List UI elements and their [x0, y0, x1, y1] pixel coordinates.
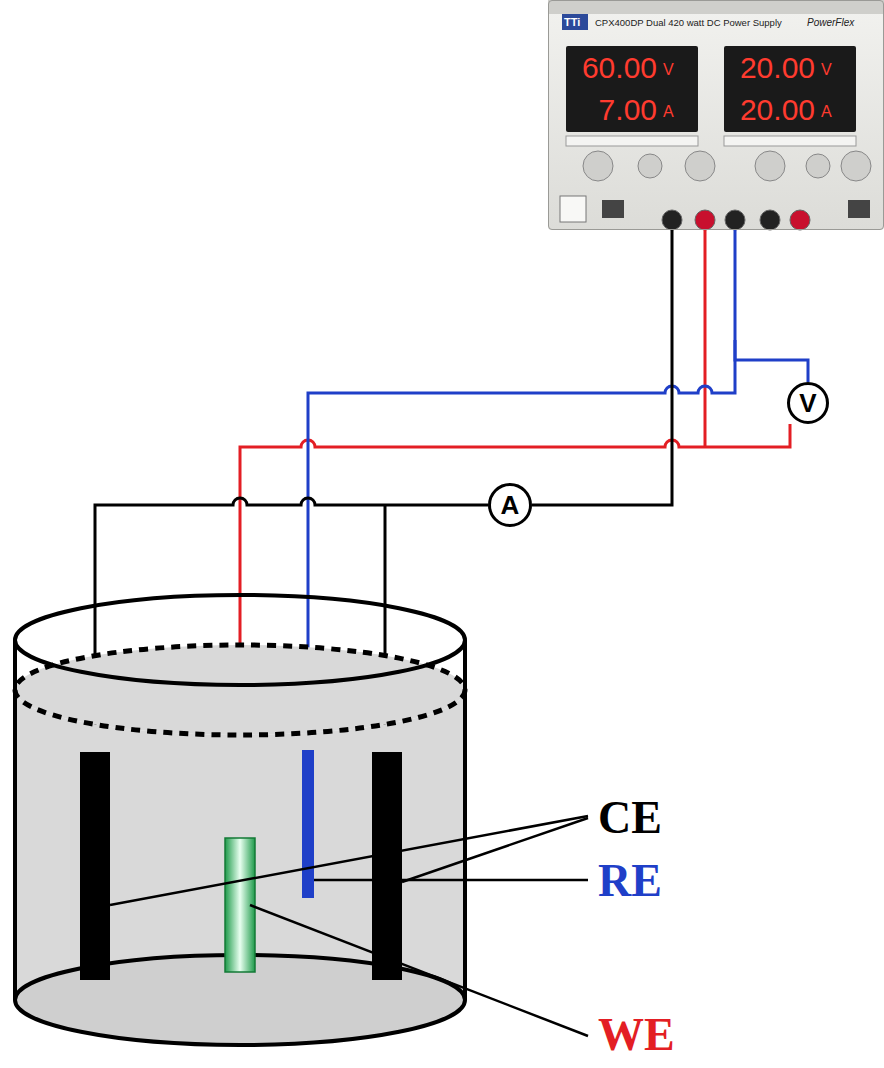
meter-letter: V — [799, 390, 816, 416]
display-unit: A — [663, 103, 674, 121]
counter-electrode — [80, 752, 110, 980]
display-unit: V — [663, 61, 674, 79]
working-electrode-label: WE — [598, 1012, 675, 1058]
display-reading: 7.00 — [599, 93, 657, 126]
display-unit: A — [821, 103, 832, 121]
model-title: CPX400DP Dual 420 watt DC Power Supply — [595, 18, 782, 28]
beaker — [15, 595, 465, 1045]
ammeter-symbol: A — [488, 483, 532, 527]
power-supply — [548, 0, 884, 230]
display-reading: 20.00 — [740, 51, 815, 84]
display-reading: 60.00 — [582, 51, 657, 84]
reference-electrode-label: RE — [598, 858, 662, 904]
black-wire — [532, 230, 672, 505]
power-supply-panel: TTi CPX400DP Dual 420 watt DC Power Suppl… — [548, 0, 884, 230]
voltmeter-symbol: V — [787, 382, 829, 424]
red-wire — [704, 230, 707, 447]
reference-electrode — [302, 750, 314, 898]
blue-wire — [735, 230, 808, 382]
leader-lines — [110, 816, 588, 1036]
product-name: PowerFlex — [807, 17, 854, 28]
brand-logo: TTi — [564, 16, 580, 28]
counter-electrode-label: CE — [598, 795, 662, 841]
display-unit: V — [821, 61, 832, 79]
meter-letter: A — [501, 492, 520, 518]
display-reading: 20.00 — [740, 93, 815, 126]
counter-electrode — [372, 752, 402, 980]
